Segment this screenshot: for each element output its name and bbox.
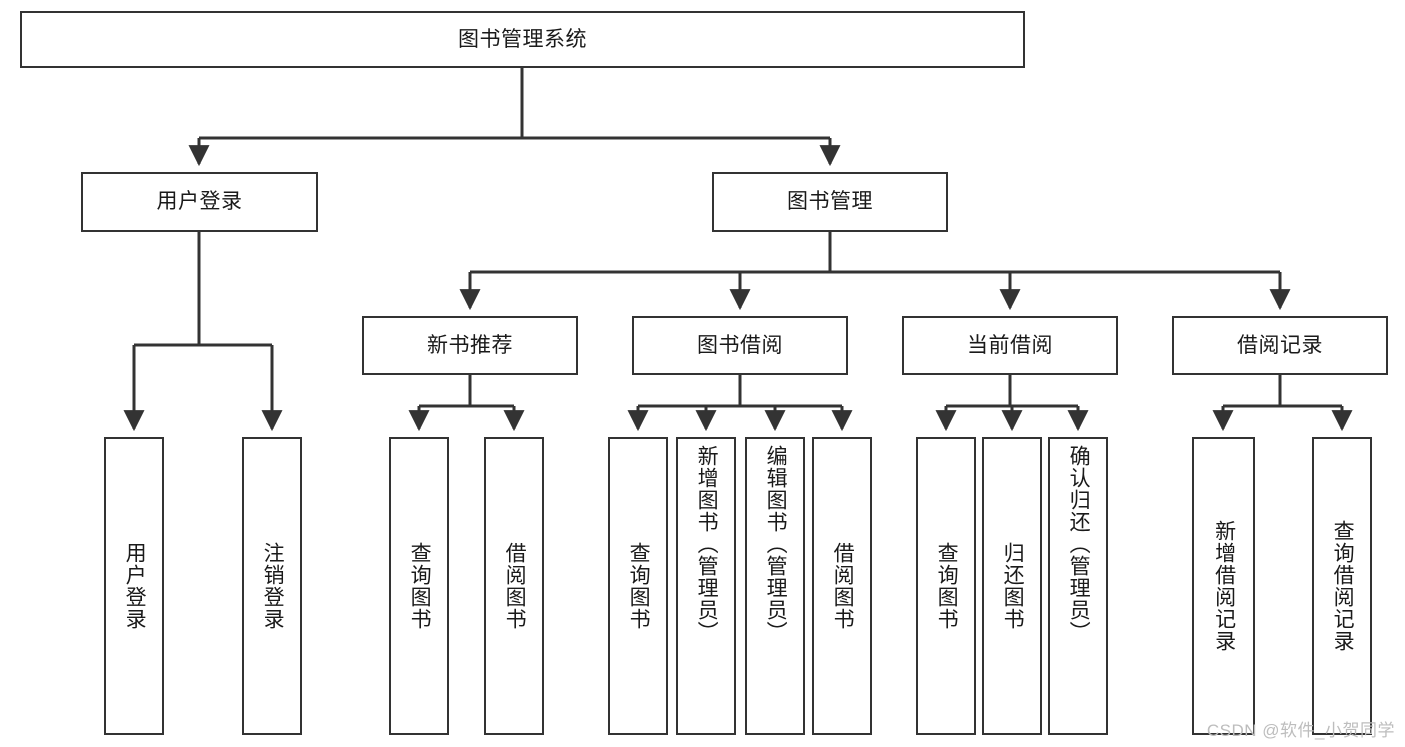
node-book-manage[interactable]: 图书管理 bbox=[712, 172, 948, 232]
node-leaf-add-record[interactable]: 新增借阅记录 bbox=[1192, 437, 1255, 735]
node-leaf-query-book-cur-label: 查询图书 bbox=[935, 542, 959, 630]
node-leaf-query-book-borrow[interactable]: 查询图书 bbox=[608, 437, 668, 735]
node-leaf-user-login[interactable]: 用户登录 bbox=[104, 437, 164, 735]
node-leaf-user-logout[interactable]: 注销登录 bbox=[242, 437, 302, 735]
node-new-book-recommend[interactable]: 新书推荐 bbox=[362, 316, 578, 375]
node-borrow-record[interactable]: 借阅记录 bbox=[1172, 316, 1388, 375]
node-borrow-record-label: 借阅记录 bbox=[1237, 333, 1323, 357]
node-leaf-query-book-cur[interactable]: 查询图书 bbox=[916, 437, 976, 735]
node-root[interactable]: 图书管理系统 bbox=[20, 11, 1025, 68]
node-book-borrow[interactable]: 图书借阅 bbox=[632, 316, 848, 375]
node-leaf-user-logout-label: 注销登录 bbox=[261, 542, 285, 630]
node-leaf-return-book-label: 归还图书 bbox=[1001, 542, 1025, 630]
node-leaf-query-book-rec-label: 查询图书 bbox=[408, 542, 432, 630]
node-book-manage-label: 图书管理 bbox=[787, 190, 873, 214]
node-new-book-recommend-label: 新书推荐 bbox=[427, 333, 513, 357]
node-user-login[interactable]: 用户登录 bbox=[81, 172, 318, 232]
node-leaf-edit-book-label: 编辑图书（管理员） bbox=[764, 445, 788, 643]
node-leaf-borrow-book-rec-label: 借阅图书 bbox=[503, 542, 527, 630]
node-user-login-label: 用户登录 bbox=[156, 190, 243, 214]
watermark: CSDN @软件_小贺同学 bbox=[1206, 721, 1395, 740]
node-current-borrow[interactable]: 当前借阅 bbox=[902, 316, 1118, 375]
node-leaf-confirm-return[interactable]: 确认归还（管理员） bbox=[1048, 437, 1108, 735]
node-leaf-add-book[interactable]: 新增图书（管理员） bbox=[676, 437, 736, 735]
node-leaf-borrow-book[interactable]: 借阅图书 bbox=[812, 437, 872, 735]
node-leaf-return-book[interactable]: 归还图书 bbox=[982, 437, 1042, 735]
node-leaf-user-login-label: 用户登录 bbox=[123, 542, 147, 630]
node-leaf-confirm-return-label: 确认归还（管理员） bbox=[1067, 445, 1091, 643]
node-leaf-query-record[interactable]: 查询借阅记录 bbox=[1312, 437, 1372, 735]
node-leaf-add-book-label: 新增图书（管理员） bbox=[695, 445, 719, 643]
node-leaf-add-record-label: 新增借阅记录 bbox=[1212, 520, 1236, 652]
node-leaf-query-record-label: 查询借阅记录 bbox=[1331, 520, 1355, 652]
node-root-label: 图书管理系统 bbox=[458, 27, 587, 51]
node-leaf-query-book-borrow-label: 查询图书 bbox=[627, 542, 651, 630]
node-book-borrow-label: 图书借阅 bbox=[697, 333, 783, 357]
node-leaf-borrow-book-label: 借阅图书 bbox=[831, 542, 855, 630]
node-leaf-borrow-book-rec[interactable]: 借阅图书 bbox=[484, 437, 544, 735]
node-current-borrow-label: 当前借阅 bbox=[967, 333, 1053, 357]
node-leaf-edit-book[interactable]: 编辑图书（管理员） bbox=[745, 437, 805, 735]
node-leaf-query-book-rec[interactable]: 查询图书 bbox=[389, 437, 449, 735]
